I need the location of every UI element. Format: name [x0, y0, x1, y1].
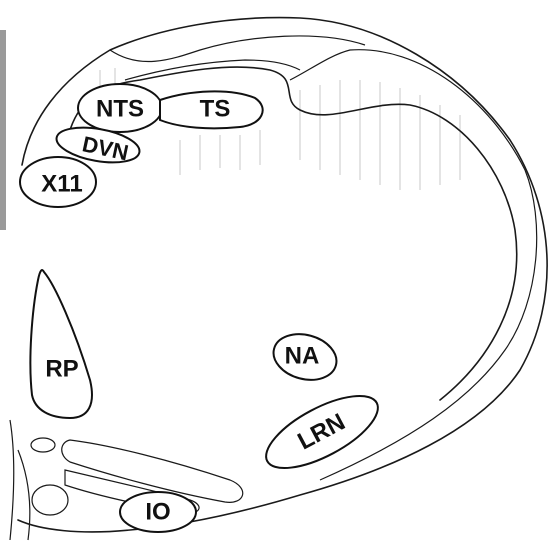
- label-ts: TS: [200, 95, 231, 122]
- label-nts: NTS: [96, 95, 144, 122]
- label-x11: X11: [41, 170, 82, 197]
- label-rp: RP: [45, 355, 78, 382]
- dorsal-contour-top: [110, 36, 365, 62]
- small-ellipse-lower: [32, 485, 68, 515]
- nucleus-rp: [30, 270, 92, 418]
- label-na: NA: [285, 342, 320, 369]
- hatching-texture: [100, 68, 460, 190]
- left-edge-shadow: [0, 30, 6, 230]
- ventral-fissure-2: [18, 450, 30, 540]
- label-io: IO: [145, 498, 170, 525]
- ventral-fissure: [10, 420, 14, 540]
- small-ellipse-upper: [31, 438, 55, 452]
